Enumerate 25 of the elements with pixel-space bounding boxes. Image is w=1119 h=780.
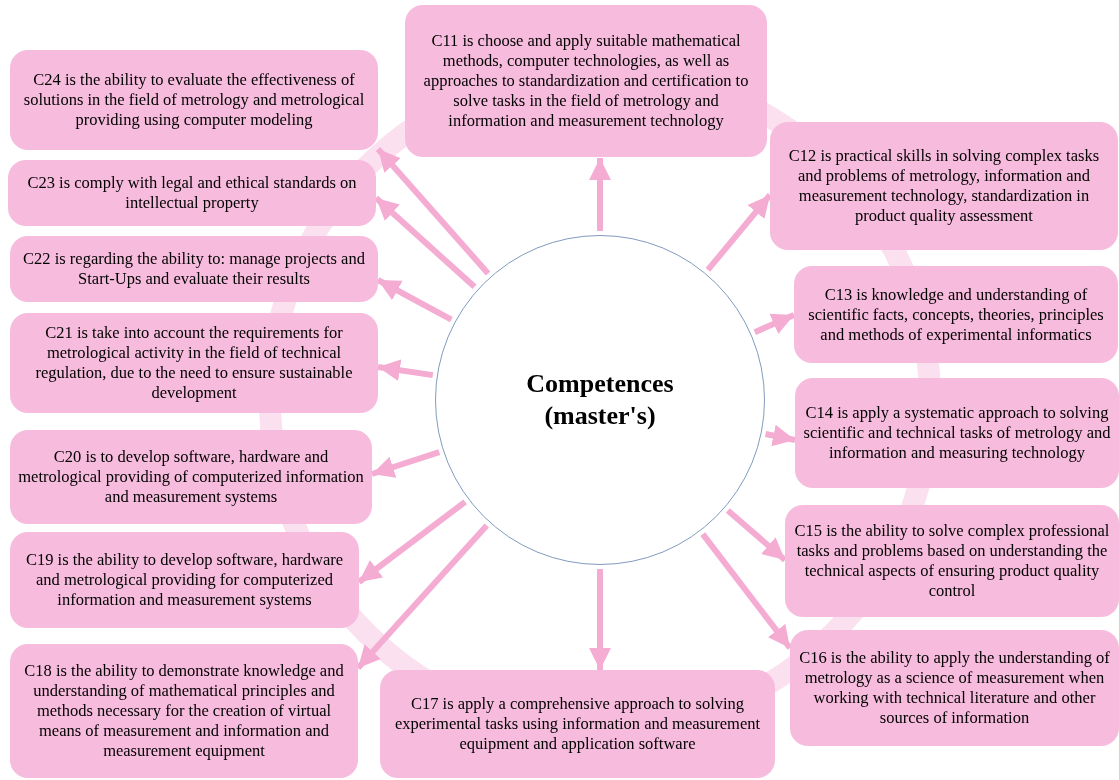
arrow — [375, 147, 491, 276]
competence-box: C19 is the ability to develop software, hardware and metrological providing for computerized information and measurement systems — [10, 532, 359, 628]
arrow — [725, 508, 787, 563]
arrow — [376, 277, 453, 323]
competence-box: C24 is the ability to evaluate the effectiveness of solutions in the field of metrology and metrological providing using computer modeling — [10, 50, 378, 150]
arrow — [357, 499, 467, 585]
competence-box: C18 is the ability to demonstrate knowledge and understanding of mathematical principles and methods necessary for the creation of virtual means of measurement and information and measurement equipment — [10, 644, 358, 778]
arrow — [753, 312, 796, 335]
competence-box: C11 is choose and apply suitable mathematical methods, computer technologies, as well as approaches to standardization and certification to solve tasks in the field of metrology and information and measurement technology — [405, 5, 767, 157]
competence-box: C20 is to develop software, hardware and metrological providing of computerized information and measurement systems — [10, 430, 372, 524]
competence-box: C21 is take into account the requirements for metrological activity in the field of technical regulation, due to the need to ensure sustainable development — [10, 313, 378, 413]
arrow — [374, 195, 477, 290]
competence-box: C17 is apply a comprehensive approach to solving experimental tasks using information and measurement equipment and application software — [380, 670, 775, 778]
competence-box: C23 is comply with legal and ethical standards on intellectual property — [8, 160, 376, 226]
arrow — [377, 359, 434, 382]
arrow — [589, 569, 611, 670]
competence-box: C12 is practical skills in solving complex tasks and problems of metrology, information and measurement technology, standardization in product quality assessment — [770, 122, 1118, 250]
competence-box: C16 is the ability to apply the understanding of metrology as a science of measurement when working with technical literature and other sources of information — [790, 630, 1119, 746]
competence-box: C15 is the ability to solve complex professional tasks and problems based on understanding the technical aspects of ensuring product quality control — [785, 505, 1119, 617]
competence-box: C14 is apply a systematic approach to solving scientific and technical tasks of metrology and information and measuring technology — [795, 378, 1119, 488]
competence-box: C13 is knowledge and understanding of scientific facts, concepts, theories, principles and methods of experimental informatics — [794, 266, 1118, 363]
arrow — [371, 449, 441, 478]
arrow — [589, 158, 611, 231]
competence-box: C22 is regarding the ability to: manage projects and Start-Ups and evaluate their results — [10, 236, 378, 302]
arrow — [764, 424, 796, 447]
